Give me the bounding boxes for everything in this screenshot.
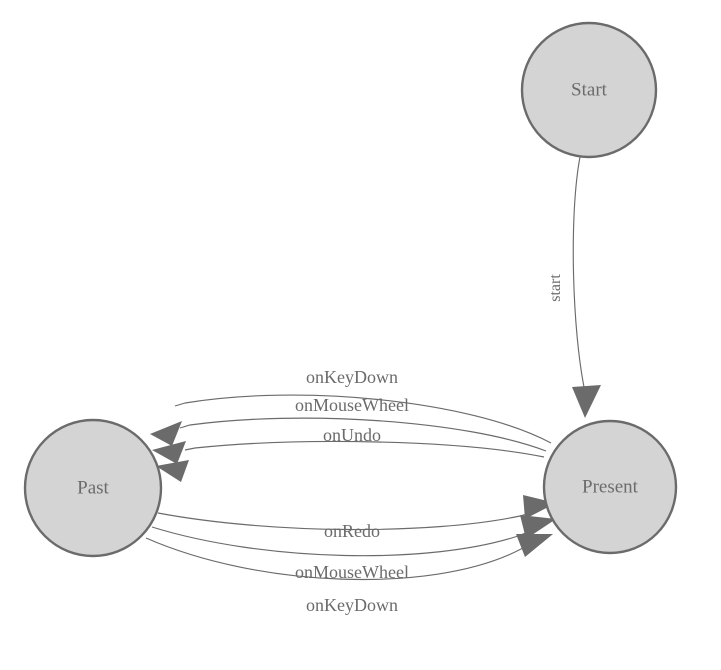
edge-present-to-past-onmousewheel[interactable]: onMouseWheel	[152, 395, 547, 464]
node-present-label: Present	[582, 476, 639, 497]
edge-present-to-past-onundo-label: onUndo	[323, 425, 381, 445]
edge-past-to-present-onkeydown[interactable]: onKeyDown	[145, 534, 553, 615]
edge-past-to-present-onmousewheel-label: onMouseWheel	[295, 562, 409, 582]
edge-present-to-past-onmousewheel-arrowhead	[152, 441, 186, 464]
edge-present-to-past-onkeydown[interactable]: onKeyDown	[150, 367, 552, 446]
edge-start-to-present-label: start	[547, 274, 564, 302]
edge-past-to-present-onredo-path	[157, 512, 531, 531]
edge-present-to-past-onmousewheel-path	[179, 417, 547, 452]
edge-present-to-past-onundo-path	[184, 440, 545, 458]
node-start-circle	[520, 21, 658, 159]
node-start[interactable]: Start	[520, 21, 658, 159]
edge-past-to-present-onmousewheel-arrowhead	[520, 515, 556, 539]
edge-past-to-present-onmousewheel[interactable]: onMouseWheel	[151, 515, 556, 582]
edge-start-to-present-path	[572, 156, 586, 393]
edge-past-to-present-onredo-label: onRedo	[324, 521, 380, 541]
edge-present-to-past-onkeydown-arrowhead	[150, 421, 182, 446]
edge-past-to-present-onredo[interactable]: onRedo	[157, 495, 556, 541]
edge-present-to-past-onundo-arrowhead	[156, 460, 189, 482]
node-start-label: Start	[571, 79, 608, 100]
node-past-label: Past	[77, 477, 109, 498]
edge-past-to-present-onkeydown-arrowhead	[516, 534, 553, 557]
edge-present-to-past-onkeydown-label: onKeyDown	[306, 367, 398, 387]
edge-start-to-present-arrowhead	[572, 385, 601, 418]
edge-start-to-present[interactable]: start	[547, 156, 601, 418]
node-past[interactable]: Past	[23, 418, 163, 558]
node-past-circle	[23, 418, 163, 558]
edge-present-to-past-onmousewheel-label: onMouseWheel	[295, 395, 409, 415]
edge-past-to-present-onmousewheel-path	[151, 526, 529, 557]
node-present[interactable]: Present	[542, 419, 678, 555]
edge-present-to-past-onkeydown-path	[174, 394, 552, 444]
edge-past-to-present-onkeydown-label: onKeyDown	[306, 595, 398, 615]
edge-past-to-present-onkeydown-path	[145, 537, 526, 581]
node-present-circle	[542, 419, 678, 555]
edge-present-to-past-onundo[interactable]: onUndo	[156, 425, 545, 482]
